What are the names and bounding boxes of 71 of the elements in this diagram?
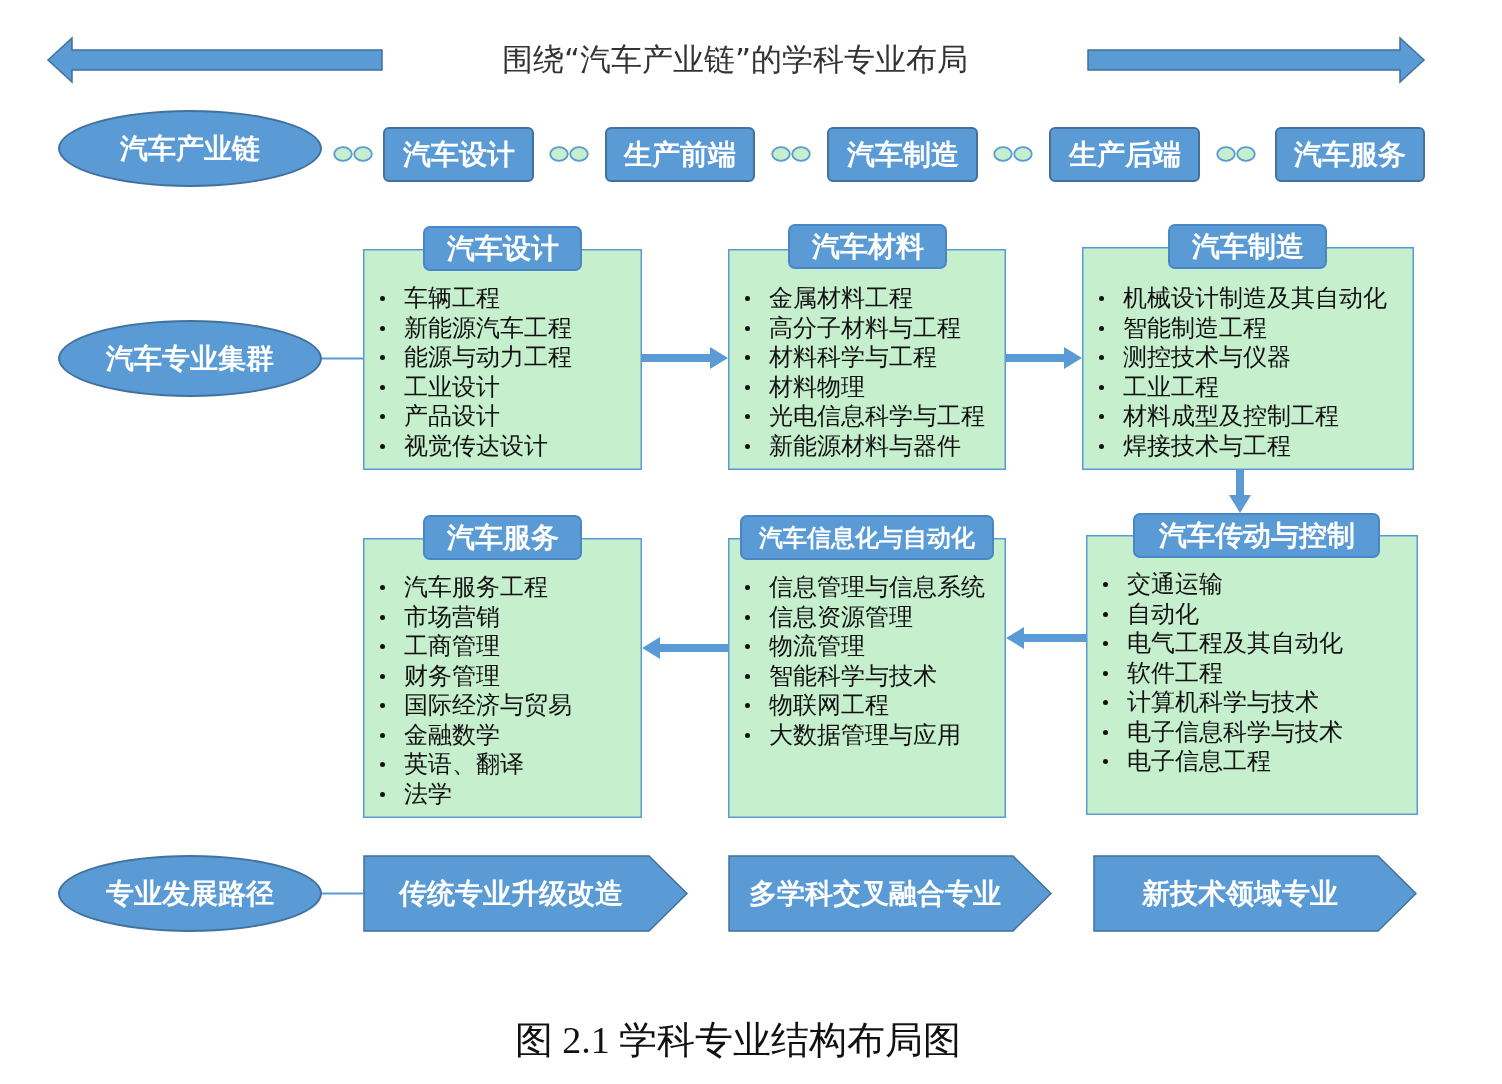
heading-tab: 汽车传动与控制 — [1133, 513, 1380, 558]
list-item: 工业工程 — [1098, 372, 1219, 402]
list-item: 物联网工程 — [744, 691, 889, 721]
list-item: 自动化 — [1102, 599, 1199, 629]
list-item: 新能源材料与器件 — [744, 431, 961, 461]
heading-tab: 汽车制造 — [1168, 224, 1327, 269]
stage-box: 生产前端 — [605, 127, 755, 182]
list-item: 材料成型及控制工程 — [1098, 402, 1339, 432]
list-item: 新能源汽车工程 — [379, 313, 572, 343]
list-item: 信息资源管理 — [744, 602, 913, 632]
list-item: 电子信息工程 — [1102, 747, 1271, 777]
stage-box: 汽车设计 — [383, 127, 534, 182]
heading-ellipse: 汽车专业集群 — [58, 320, 322, 397]
list-item: 材料物理 — [744, 372, 865, 402]
heading-ellipse: 专业发展路径 — [58, 855, 322, 932]
chevron-box: 新技术领域专业 — [1093, 855, 1417, 932]
category-panel — [728, 515, 1006, 818]
list-item: 物流管理 — [744, 632, 865, 662]
category-panel — [728, 224, 1006, 470]
arrow — [642, 347, 728, 369]
category-panel — [363, 515, 642, 818]
stage-box: 汽车制造 — [827, 127, 978, 182]
caption: 图 2.1 学科专业结构布局图 — [514, 1018, 962, 1063]
heading-tab: 汽车服务 — [423, 515, 582, 560]
list-item: 智能科学与技术 — [744, 661, 937, 691]
list-item: 材料科学与工程 — [744, 343, 937, 373]
list-item: 高分子材料与工程 — [744, 313, 961, 343]
list-item: 电气工程及其自动化 — [1102, 629, 1343, 659]
list-item: 智能制造工程 — [1098, 313, 1267, 343]
list-item: 工业设计 — [379, 372, 500, 402]
list-item: 车辆工程 — [379, 284, 500, 314]
list-item: 软件工程 — [1102, 658, 1223, 688]
title: 围绕“汽车产业链”的学科专业布局 — [501, 40, 969, 78]
list-item: 市场营销 — [379, 602, 500, 632]
category-panel — [1086, 513, 1418, 815]
arrow — [642, 637, 728, 659]
stage-box: 汽车服务 — [1275, 127, 1425, 182]
list-item: 汽车服务工程 — [379, 573, 548, 603]
list-item: 金融数学 — [379, 720, 500, 750]
heading-tab: 汽车设计 — [423, 226, 582, 271]
heading-ellipse: 汽车产业链 — [58, 110, 322, 187]
list-item: 大数据管理与应用 — [744, 720, 961, 750]
category-panel — [363, 226, 642, 470]
list-item: 视觉传达设计 — [379, 431, 548, 461]
heading-tab: 汽车材料 — [788, 224, 947, 269]
list-item: 机械设计制造及其自动化 — [1098, 284, 1387, 314]
list-item: 电子信息科学与技术 — [1102, 717, 1343, 747]
list-item: 信息管理与信息系统 — [744, 573, 985, 603]
list-item: 工商管理 — [379, 632, 500, 662]
list-item: 能源与动力工程 — [379, 343, 572, 373]
list-item: 金属材料工程 — [744, 284, 913, 314]
chevron-box: 传统专业升级改造 — [363, 855, 688, 932]
list-item: 焊接技术与工程 — [1098, 431, 1291, 461]
list-item: 产品设计 — [379, 402, 500, 432]
connector-line — [321, 357, 364, 360]
list-item: 测控技术与仪器 — [1098, 343, 1291, 373]
list-item: 计算机科学与技术 — [1102, 688, 1319, 718]
connector-line — [321, 892, 364, 895]
list-item: 英语、翻译 — [379, 750, 524, 780]
list-item: 交通运输 — [1102, 570, 1223, 600]
arrow — [1006, 627, 1086, 649]
arrow — [1229, 470, 1251, 513]
stage-box: 生产后端 — [1049, 127, 1200, 182]
list-item: 法学 — [379, 779, 452, 809]
heading-tab: 汽车信息化与自动化 — [740, 515, 994, 560]
chevron-box: 多学科交叉融合专业 — [728, 855, 1052, 932]
category-panel — [1082, 224, 1414, 470]
list-item: 财务管理 — [379, 661, 500, 691]
arrow — [1006, 347, 1082, 369]
list-item: 光电信息科学与工程 — [744, 402, 985, 432]
list-item: 国际经济与贸易 — [379, 691, 572, 721]
